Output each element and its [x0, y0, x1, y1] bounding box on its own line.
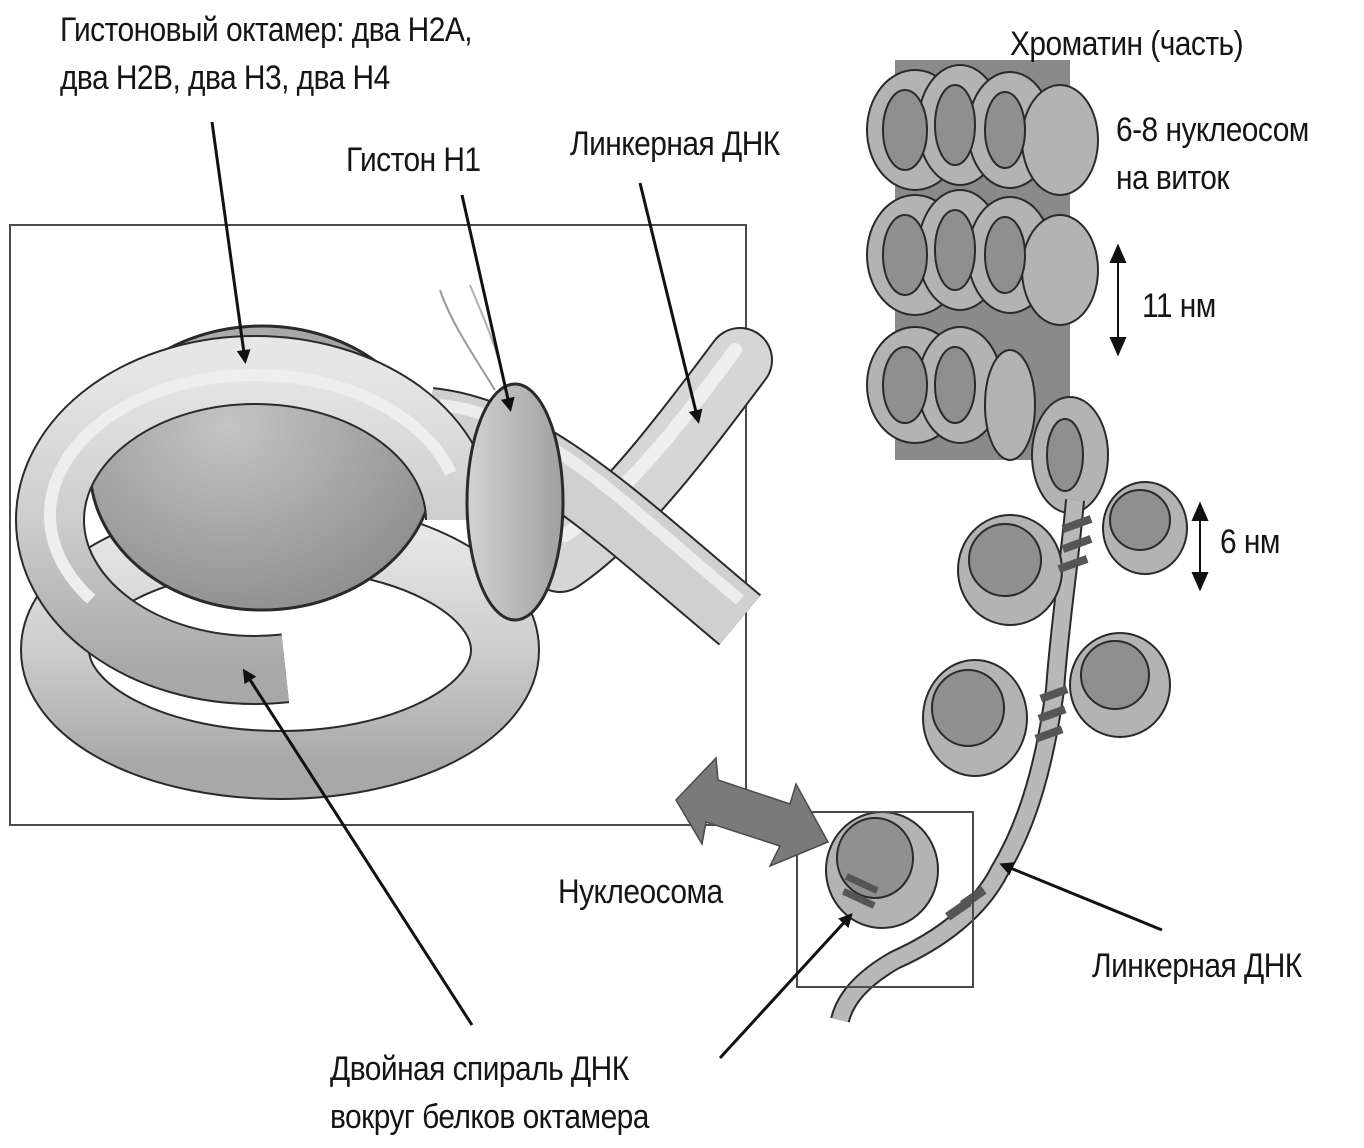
octamer-label: Гистоновый октамер: два Н2А, два Н2В, дв…	[60, 6, 472, 102]
nucleosomes-per-turn-label: 6-8 нуклеосом на виток	[1116, 106, 1309, 202]
linker-dna-top-text: Линкерная ДНК	[570, 120, 780, 168]
linker-dna-bottom-label: Линкерная ДНК	[1092, 942, 1302, 990]
chromatin-title-text: Хроматин (часть)	[1010, 20, 1243, 68]
octamer-label-line2: два Н2В, два Н3, два Н4	[60, 54, 472, 102]
nucleosome-label: Нуклеосома	[558, 868, 723, 916]
solenoid-stack	[867, 60, 1108, 513]
double-helix-line1: Двойная спираль ДНК	[330, 1045, 649, 1093]
dimension-11nm	[1111, 246, 1125, 354]
chromatin-fiber	[826, 60, 1187, 1020]
chromatin-title: Хроматин (часть)	[1010, 20, 1243, 68]
linker-dna-top-label: Линкерная ДНК	[570, 120, 780, 168]
octamer-label-line1: Гистоновый октамер: два Н2А,	[60, 6, 472, 54]
nucleosome-text: Нуклеосома	[558, 868, 723, 916]
histone-h1-text: Гистон Н1	[346, 136, 481, 184]
double-helix-label: Двойная спираль ДНК вокруг белков октаме…	[330, 1045, 649, 1141]
dim-11nm-label: 11 нм	[1142, 282, 1216, 330]
octamer-pointer	[212, 122, 245, 360]
linker-dna-bottom-text: Линкерная ДНК	[1092, 942, 1302, 990]
linker-bottom-pointer	[1003, 865, 1162, 930]
dim-6nm-text: 6 нм	[1220, 518, 1280, 566]
zoom-double-arrow	[676, 758, 828, 866]
nucleosomes-line2: на виток	[1116, 154, 1309, 202]
nucleosomes-line1: 6-8 нуклеосом	[1116, 106, 1309, 154]
histone-h1	[467, 384, 563, 620]
dimension-6nm	[1193, 504, 1207, 589]
double-helix-line2: вокруг белков октамера	[330, 1093, 649, 1141]
linker-top-pointer	[640, 183, 698, 420]
dim-6nm-label: 6 нм	[1220, 518, 1280, 566]
dim-11nm-text: 11 нм	[1142, 282, 1216, 330]
enlarged-nucleosome	[50, 285, 740, 765]
histone-h1-label: Гистон Н1	[346, 136, 481, 184]
